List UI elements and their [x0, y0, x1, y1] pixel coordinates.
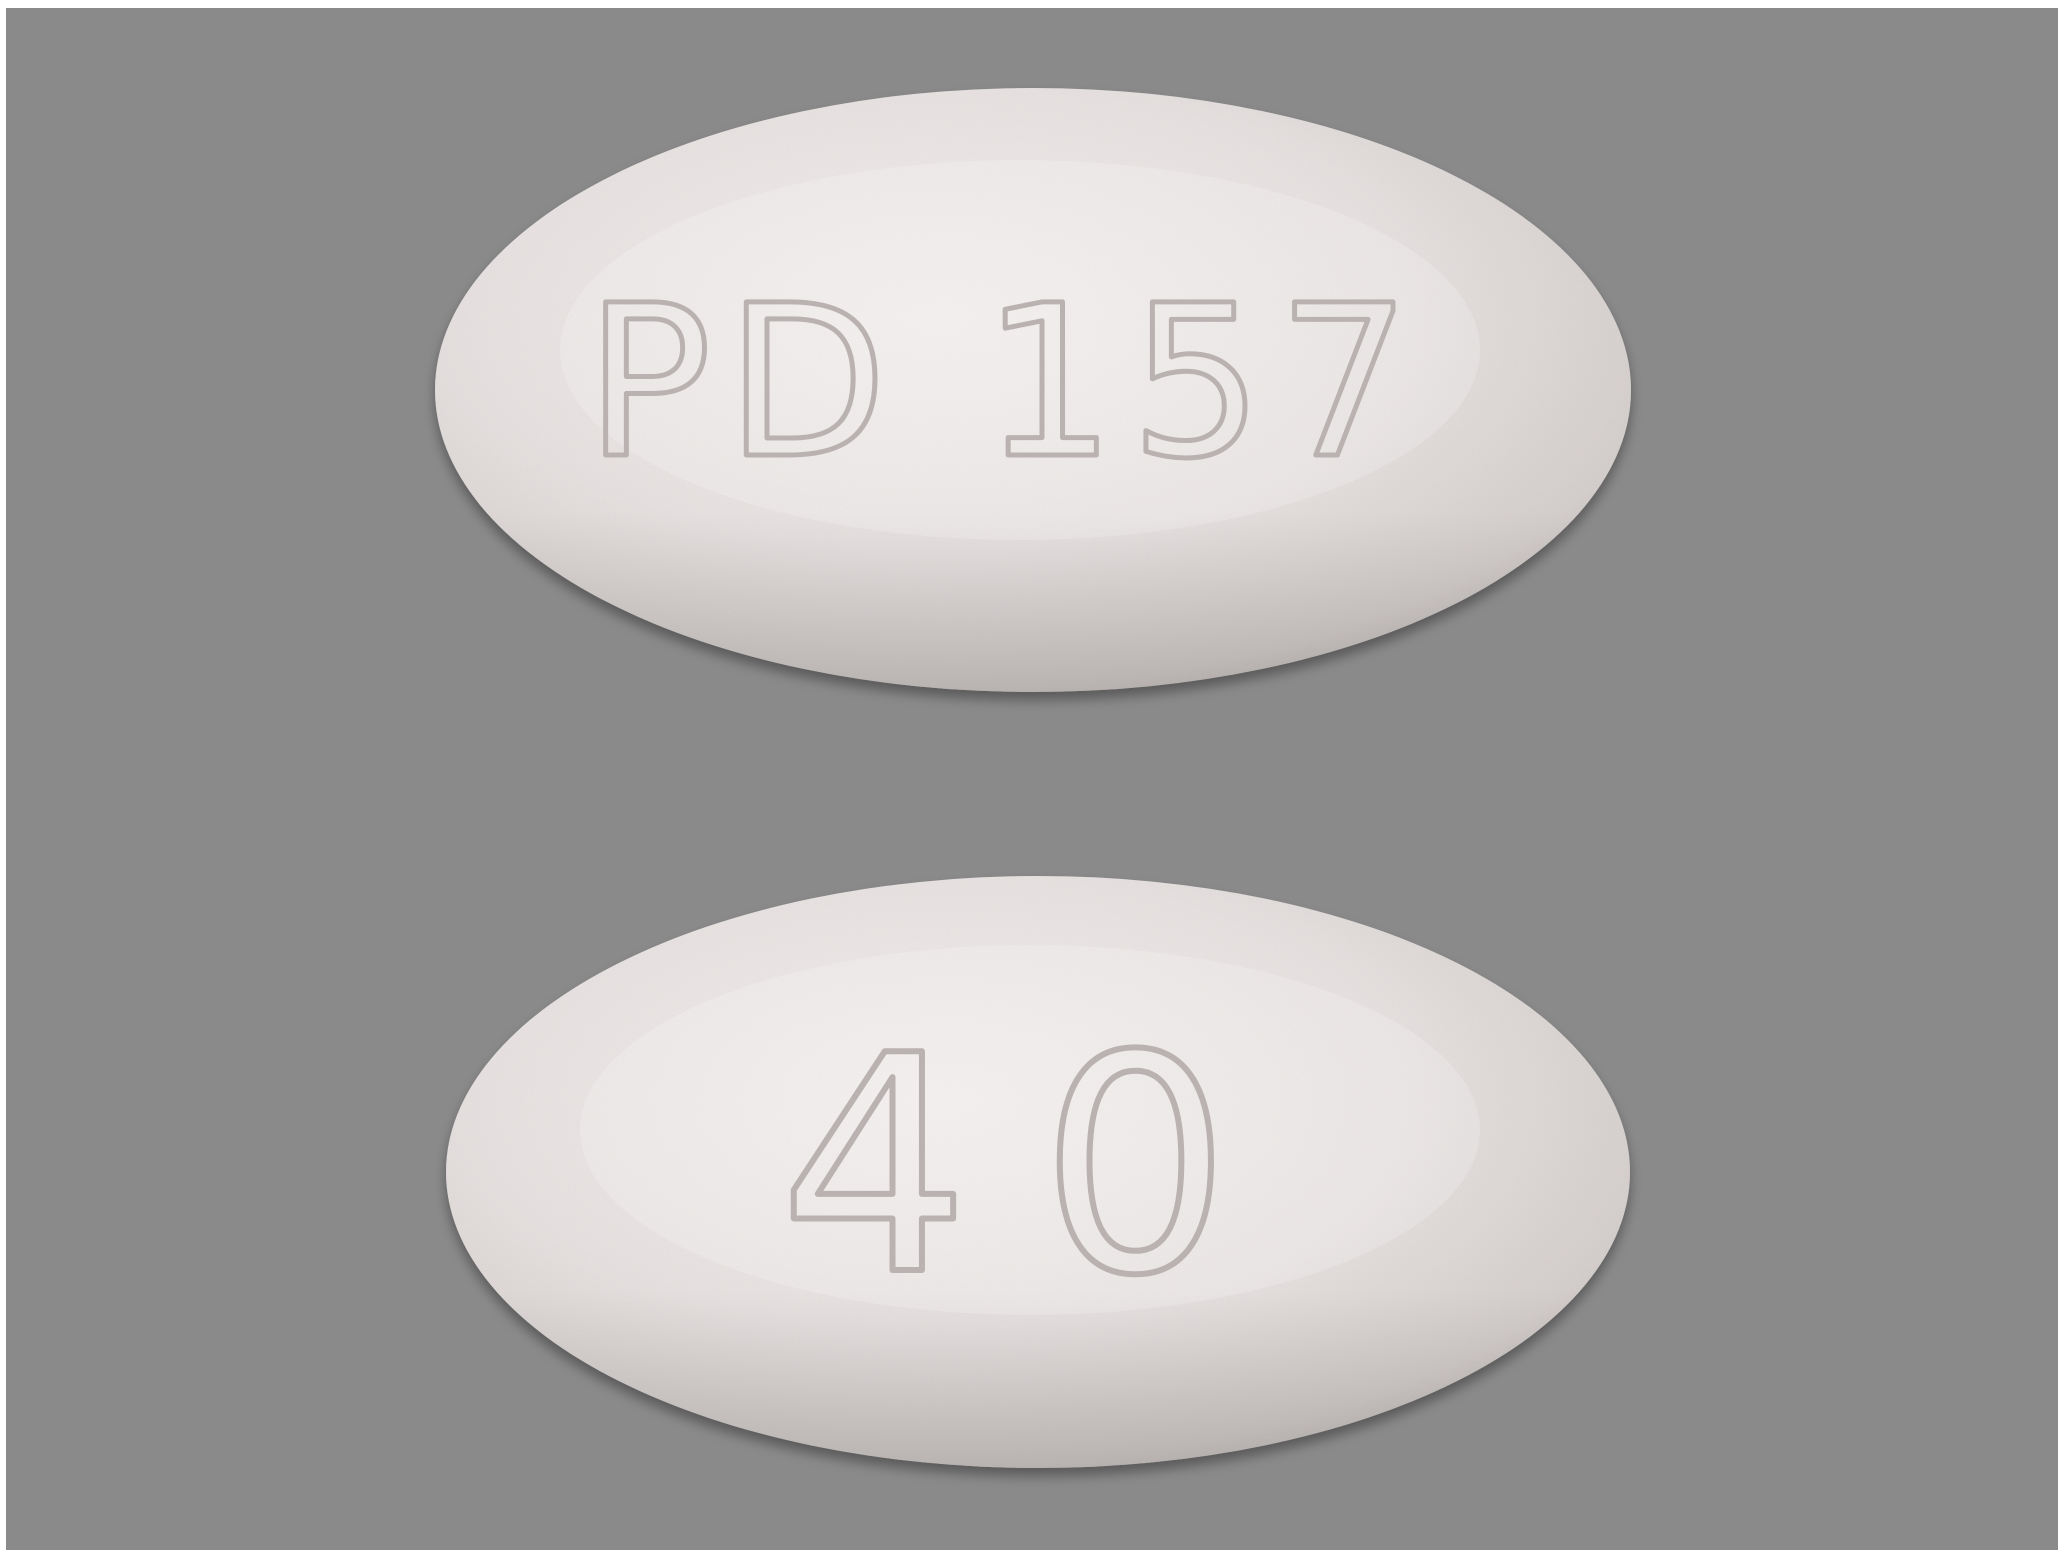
- pill-front: PD 157: [435, 88, 1631, 692]
- pill-back: 40: [446, 876, 1630, 1468]
- pill-front-imprint: PD 157: [585, 260, 1425, 505]
- pill-back-imprint: 40: [779, 992, 1301, 1341]
